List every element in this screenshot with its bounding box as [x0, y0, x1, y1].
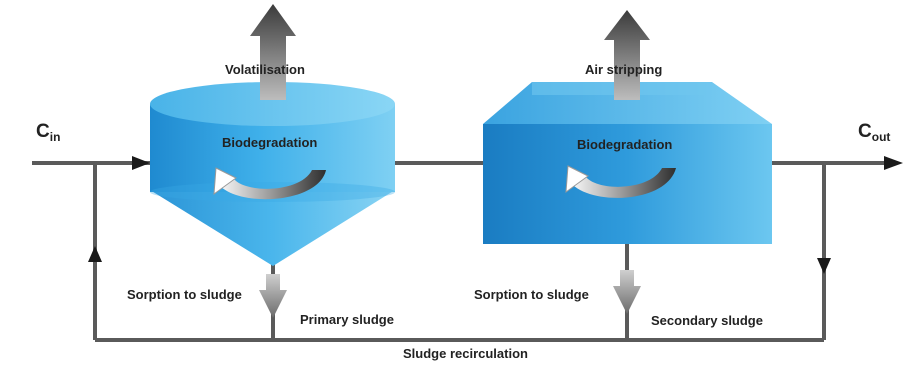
- outlet-arrow: [884, 156, 903, 170]
- volatilisation-label: Volatilisation: [225, 62, 305, 77]
- biodegradation-secondary-label: Biodegradation: [577, 137, 673, 152]
- sorption-secondary-label: Sorption to sludge: [474, 287, 589, 302]
- return-down-arrow: [817, 258, 831, 274]
- primary-sludge-arrow: [259, 274, 287, 318]
- inlet-arrow: [132, 156, 150, 170]
- c-out-subscript: out: [871, 130, 891, 144]
- air-stripping-arrow: [604, 10, 650, 100]
- c-in-label: Cin: [36, 122, 60, 143]
- sludge-arrows: [259, 270, 641, 318]
- primary-clarifier-tank: [150, 82, 395, 266]
- secondary-aeration-tank: [483, 82, 772, 244]
- primary-swirl-arrow: [213, 167, 326, 200]
- gas-arrows: [250, 4, 650, 100]
- air-stripping-label: Air stripping: [585, 62, 663, 77]
- c-out-letter: C: [858, 121, 872, 142]
- secondary-sludge-arrow: [613, 270, 641, 314]
- biodegradation-primary-label: Biodegradation: [222, 135, 318, 150]
- biodegradation-swirls: [213, 165, 676, 200]
- sludge-recirculation-label: Sludge recirculation: [403, 346, 528, 361]
- c-in-subscript: in: [49, 130, 61, 144]
- sorption-primary-label: Sorption to sludge: [127, 287, 242, 302]
- secondary-box-front: [483, 124, 772, 244]
- secondary-sludge-label: Secondary sludge: [651, 313, 763, 328]
- volatilisation-arrow: [250, 4, 296, 100]
- primary-cone: [150, 190, 395, 266]
- primary-sludge-label: Primary sludge: [300, 312, 394, 327]
- c-out-label: Cout: [858, 122, 890, 143]
- secondary-swirl-arrow: [565, 165, 676, 198]
- flow-arrows: [88, 156, 903, 274]
- primary-cylinder-top: [150, 82, 395, 126]
- c-in-letter: C: [36, 121, 50, 142]
- recirculation-up-arrow: [88, 246, 102, 262]
